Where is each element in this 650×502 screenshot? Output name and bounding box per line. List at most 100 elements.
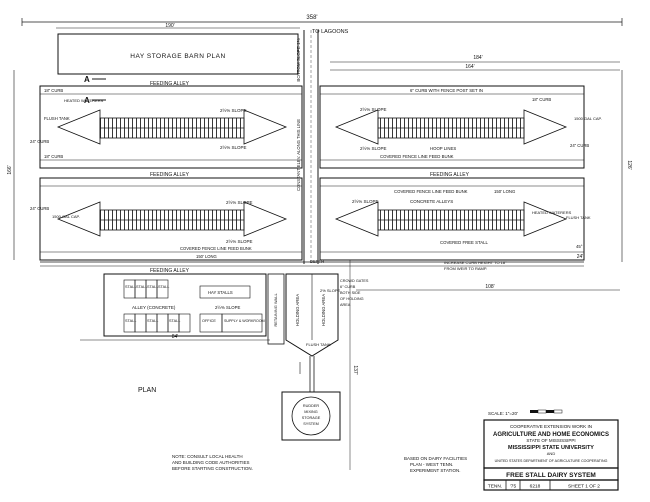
covered-fence-line-label-1: COVERED FENCE LINE FEED BUNK	[180, 246, 252, 251]
section-mark-a-right: A	[84, 96, 90, 105]
slope-small-label: 2% SLOPE	[320, 288, 341, 293]
flush-tank-label-1: FLUSH TANK	[44, 116, 70, 121]
section-mark-a-left: A	[84, 75, 90, 84]
dim-side-small: 24'	[577, 254, 584, 260]
stall-label-2: STALL	[136, 285, 147, 289]
dim-lower-width: 84'	[172, 334, 179, 340]
tb-line-2: AGRICULTURE AND HOME ECONOMICS	[493, 432, 609, 438]
dim-hay-barn: 190'	[165, 23, 174, 29]
stall-label-4: STALL	[158, 285, 169, 289]
increase-curb-line-1: INCREASE CURB HEIGHT TO 18"	[444, 260, 507, 265]
curb-24-label-2: 24" CURB	[30, 206, 49, 211]
slope-label-4: 2½% SLOPE	[226, 238, 253, 244]
stall-label-3: STALL	[147, 285, 158, 289]
tb-year: '75	[510, 484, 517, 490]
stall-label-7: STALL	[169, 319, 180, 323]
dim-lower-length: 137'	[352, 365, 358, 374]
based-on-line-2: PLAN - WEST TENN.	[410, 462, 453, 467]
bunk-length-label-2: 150' LONG	[494, 189, 516, 194]
holding-area-label-1: HOLDING AREA	[295, 294, 300, 326]
concrete-alleys-label: CONCRETE ALLEYS	[410, 199, 453, 204]
dim-right-inner: 164'	[465, 64, 474, 70]
crowd-gates-line-2: 6" CURB	[340, 285, 356, 289]
holding-area-label-2: HOLDING AREA	[321, 294, 326, 326]
right-lower-barn: FEEDING ALLEY COVERED FENCE LINE FEED BU…	[319, 172, 591, 271]
dim-overall: 358'	[306, 15, 317, 21]
bottom-slope-label: BOTTOM SLOPE 1%	[296, 38, 301, 81]
slope-label-1: 2½% SLOPE	[220, 107, 247, 113]
hay-storage-barn: HAY STORAGE BARN PLAN	[57, 33, 299, 75]
storage-system: RUDDER MIXING STORAGE SYSTEM	[281, 391, 341, 441]
tb-sheet: SHEET 1 OF 2	[568, 484, 600, 490]
gal-1500-label-1: 1500 GAL CAP.	[52, 214, 80, 219]
tb-line-4: MISSISSIPPI STATE UNIVERSITY	[508, 445, 594, 451]
central-channel: BOTTOM SLOPE 1% CONSTANT ELEV. ALONG THI…	[296, 30, 319, 264]
tb-plan-no: 6218	[530, 484, 541, 490]
dim-left-height: 166'	[7, 165, 13, 174]
based-on-line-3: EXPERIMENT STATION.	[410, 468, 461, 473]
constant-slope-label: CONSTANT ELEV. ALONG THIS LINE	[296, 119, 301, 191]
dim-right-height: 126'	[626, 160, 632, 169]
hoop-lines-label: HOOP LINES	[430, 146, 456, 151]
flush-tank-lower-label: FLUSH TANK	[306, 342, 331, 347]
feeding-alley-label-3: FEEDING ALLEY	[430, 172, 470, 178]
service-building: FEEDING ALLEY STALL STALL STALL STALL HA…	[103, 268, 267, 337]
feeding-alley-label-1: FEEDING ALLEY	[150, 81, 190, 87]
stall-label-5: STALL	[125, 319, 136, 323]
curb-24-label-3: 24" CURB	[570, 143, 589, 148]
dimension-lines: 358' 190' 184' 164' 166' 126' 137' 84' 1…	[7, 15, 632, 470]
based-on-line-1: BASED ON DAIRY FACILITIES	[404, 456, 467, 461]
tb-line-1: COOPERATIVE EXTENSION WORK IN	[510, 424, 592, 429]
retaining-wall-label: RETAINING WALL	[273, 293, 278, 327]
increase-curb-line-2: FROM WEIR TO RAMP.	[444, 266, 487, 271]
curb-24-label-1: 24" CURB	[30, 139, 49, 144]
right-upper-barn: 6" CURB WITH FENCE POST SET IN 2½% SLOPE…	[319, 85, 602, 169]
slope-label-8: 2½% SLOPE	[215, 305, 240, 310]
slope-label-2: 2½% SLOPE	[220, 144, 247, 150]
flush-tank-label-2: FLUSH TANK	[566, 215, 591, 220]
depth-label: DEPTH	[310, 259, 324, 264]
scale-label: SCALE: 1"=20'	[488, 411, 518, 416]
heated-waterers-label-2: HEATED WATERERS	[532, 210, 572, 215]
curb-18-label-1: 18" CURB	[44, 88, 63, 93]
note-line-3: BEFORE STARTING CONSTRUCTION.	[172, 466, 253, 471]
left-lower-barn: FEEDING ALLEY 2½% SLOPE 2½% SLOPE 24" CU…	[30, 172, 303, 261]
slope-label-3: 2½% SLOPE	[226, 199, 253, 205]
dim-right-block: 184'	[473, 55, 482, 61]
lower-cross-channel: DEPTH	[40, 259, 584, 267]
note-line-2: AND BUILDING CODE AUTHORITIES	[172, 460, 250, 465]
angle-label: 45°	[576, 244, 583, 249]
storage-line-2: MIXING	[304, 410, 318, 414]
covered-fence-line-label-3: COVERED FENCE LINE FEED BUNK	[394, 189, 468, 194]
hay-stalls-label: HAY STALLS	[208, 290, 233, 295]
stall-label-1: STALL	[125, 285, 136, 289]
crowd-gates-line-3: BOTH SIDE	[340, 291, 361, 295]
gal-1500-label-2: 1500 GAL CAP.	[574, 116, 602, 121]
tb-state: TENN.	[488, 484, 502, 490]
storage-line-1: RUDDER	[303, 404, 320, 408]
title-block: SCALE: 1"=20' COOPERATIVE EXTENSION WORK…	[483, 409, 619, 491]
alley-concrete-label: ALLEY (CONCRETE)	[132, 305, 176, 310]
heated-waterers-label-1: HEATED WATERERS	[64, 98, 104, 103]
hay-barn-title: HAY STORAGE BARN PLAN	[130, 53, 225, 60]
tb-line-3: STATE OF MISSISSIPPI	[526, 438, 575, 443]
slope-label-5: 2½% SLOPE	[360, 106, 387, 112]
tb-line-6: UNITED STATES DEPARTMENT OF AGRICULTURE …	[495, 459, 608, 463]
slope-label-6: 2½% SLOPE	[360, 145, 387, 151]
to-lagoons-label: TO LAGOONS	[312, 29, 349, 35]
covered-fence-line-label-2: COVERED FENCE LINE FEED BUNK	[380, 154, 454, 159]
storage-pipe	[299, 356, 315, 392]
scale-bar	[530, 409, 563, 414]
left-upper-barn: FEEDING ALLEY 2½% SLOPE 2½% SLOPE 18" CU…	[30, 81, 303, 169]
curb-18-label-2: 18" CURB	[44, 154, 63, 159]
storage-line-4: SYSTEM	[303, 422, 319, 426]
supply-workroom-label: SUPPLY & WORKROOM	[224, 319, 265, 323]
storage-line-3: STORAGE	[302, 416, 321, 420]
feeding-alley-label-4: FEEDING ALLEY	[150, 268, 190, 274]
note-line-1: NOTE: CONSULT LOCAL HEALTH	[172, 454, 243, 459]
curb-18-label-3: 18" CURB	[532, 97, 551, 102]
system-title: FREE STALL DAIRY SYSTEM	[506, 472, 596, 479]
dim-bottom-right: 108'	[485, 284, 494, 290]
section-marks: A A	[84, 75, 106, 105]
